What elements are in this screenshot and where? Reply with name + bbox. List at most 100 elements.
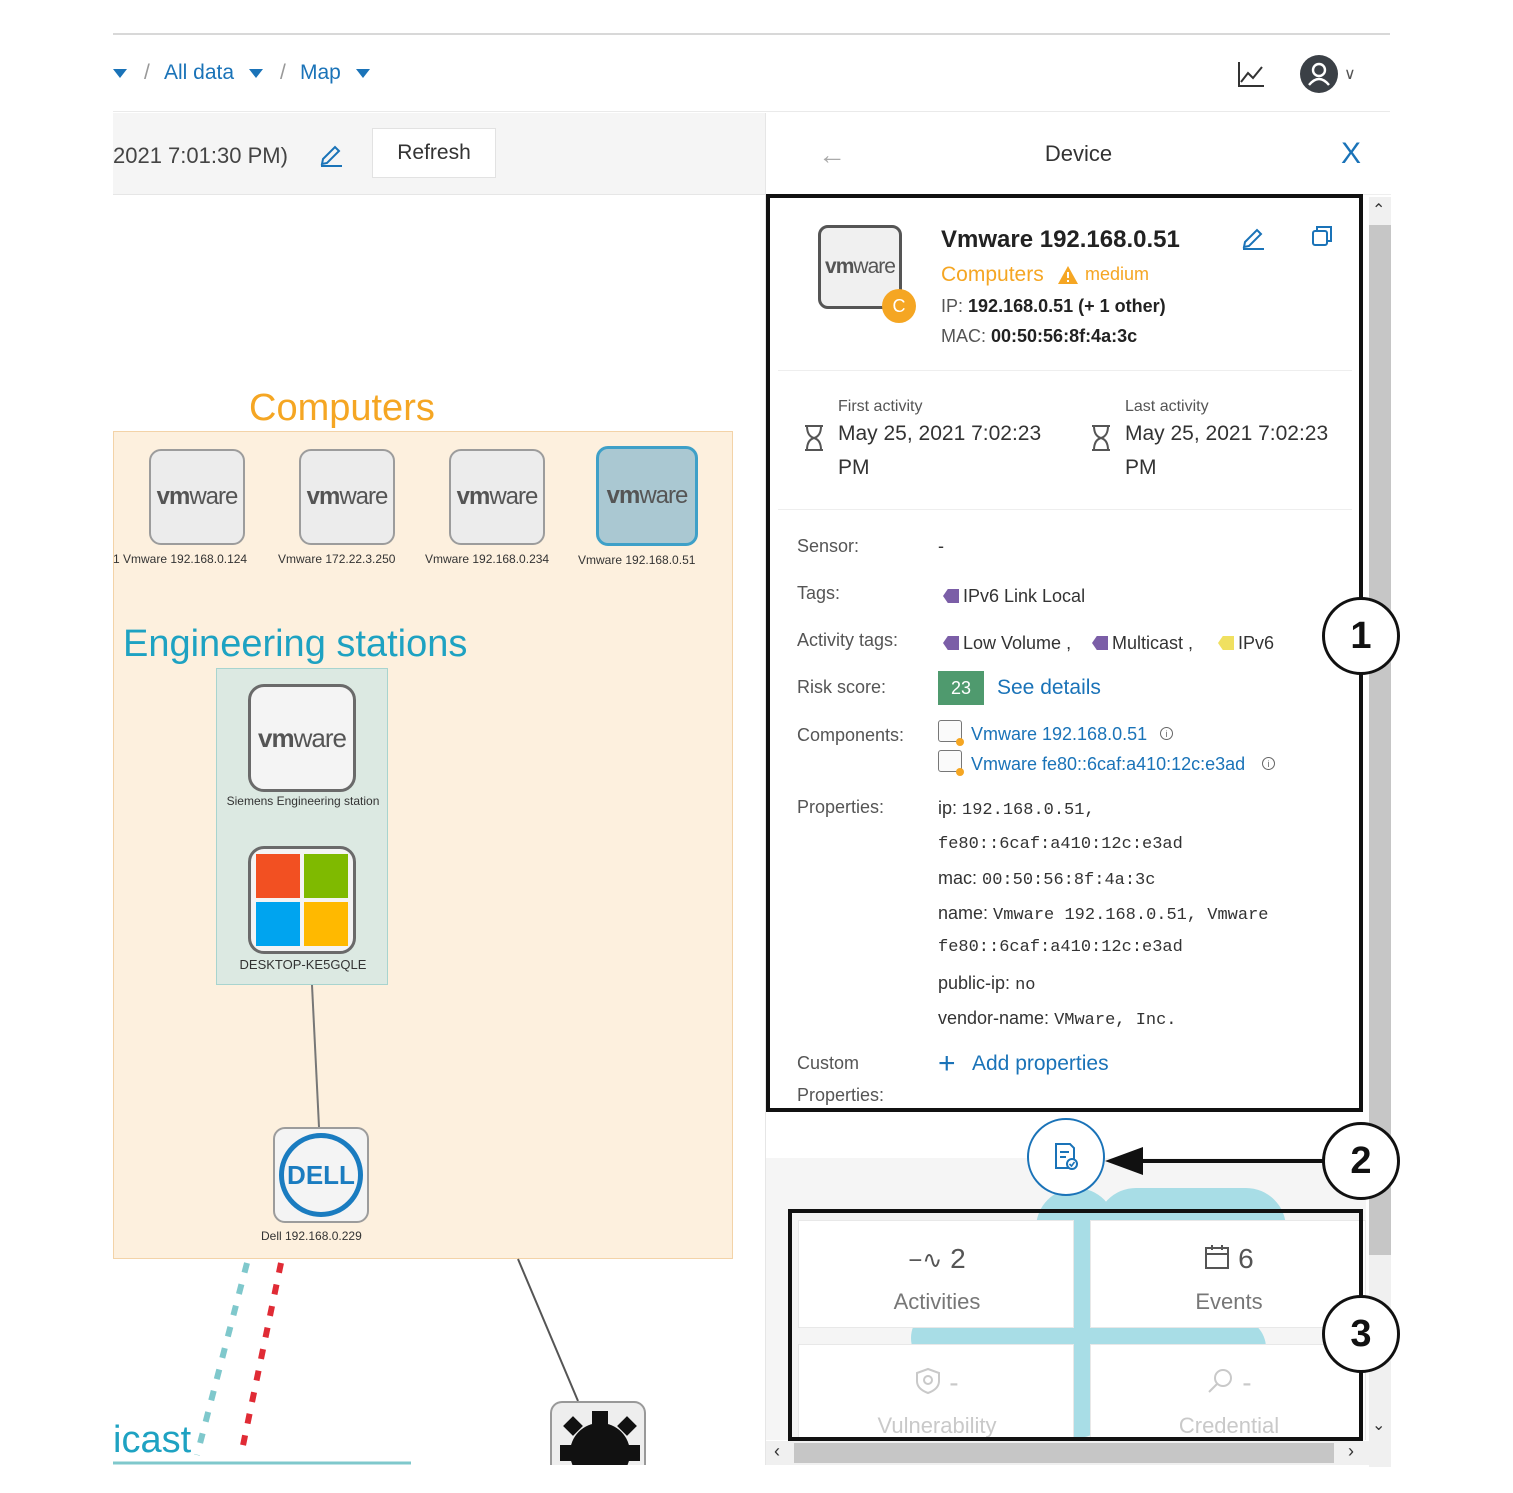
sensor-label: Sensor:: [797, 536, 860, 556]
annotation-frame-3: [788, 1209, 1363, 1441]
device-mac: MAC: 00:50:56:8f:4a:3c: [941, 326, 1138, 346]
refresh-button[interactable]: Refresh: [372, 128, 496, 178]
property-name-cont: fe80::6caf:a410:12c:e3ad: [938, 938, 1183, 957]
breadcrumb-all-data-caret-icon[interactable]: [249, 69, 263, 78]
activity-tags-label: Activity tags:: [797, 630, 899, 650]
tag-icon: [943, 589, 959, 603]
back-arrow-icon[interactable]: ←: [818, 139, 846, 170]
vmware-logo: vmware: [258, 722, 347, 753]
map-node-vmware-1[interactable]: vmware: [149, 449, 245, 545]
vulnerability-widget[interactable]: - Vulnerability: [798, 1344, 1074, 1440]
device-mac-value: 00:50:56:8f:4a:3c: [991, 326, 1138, 346]
map-node-label: 1 Vmware 192.168.0.124: [113, 552, 248, 566]
edit-icon[interactable]: [318, 141, 344, 167]
tag-icon: [943, 636, 959, 650]
map-node-label: Dell 192.168.0.229: [261, 1229, 362, 1243]
property-ip-cont: fe80::6caf:a410:12c:e3ad: [938, 835, 1183, 854]
report-icon: [1055, 1143, 1078, 1170]
info-icon[interactable]: i: [1262, 757, 1275, 770]
events-count: 6: [1238, 1243, 1254, 1274]
map-toolbar: 2021 7:01:30 PM) Refresh: [113, 113, 765, 195]
activities-label: Activities: [893, 1289, 981, 1314]
panel-title: Device: [1044, 141, 1113, 166]
copy-icon[interactable]: [1310, 224, 1334, 248]
vmware-logo: vmware: [456, 483, 539, 510]
map-node-desktop[interactable]: [248, 846, 356, 954]
report-button[interactable]: [1027, 1118, 1105, 1196]
map-node-gear[interactable]: [550, 1401, 646, 1465]
activity-tag-item: IPv6: [1218, 633, 1274, 654]
credential-count: -: [1242, 1367, 1252, 1398]
events-widget[interactable]: 6 Events: [1090, 1220, 1366, 1328]
scroll-down-icon[interactable]: ⌄: [1372, 1417, 1386, 1434]
callout-2: 2: [1322, 1122, 1400, 1200]
windows-logo-icon: [256, 854, 348, 946]
property-vendor-name: vendor-name: VMware, Inc.: [938, 1008, 1177, 1030]
component-link-2[interactable]: Vmware fe80::6caf:a410:12c:e3ad: [971, 754, 1246, 774]
property-ip: ip: 192.168.0.51,: [938, 798, 1095, 820]
callout-3: 3: [1322, 1295, 1400, 1373]
properties-label: Properties:: [797, 797, 885, 817]
map-node-vmware-3[interactable]: vmware: [449, 449, 545, 545]
hourglass-icon: [805, 425, 823, 451]
property-name: name: Vmware 192.168.0.51, Vmware: [938, 903, 1269, 925]
see-details-link[interactable]: See details: [997, 676, 1101, 699]
device-name: Vmware 192.168.0.51: [941, 226, 1180, 253]
scroll-up-icon[interactable]: ⌃: [1372, 202, 1386, 219]
divider: [778, 509, 1352, 510]
device-criticality: medium: [1085, 264, 1150, 284]
components-label: Components:: [797, 725, 905, 745]
tags-label: Tags:: [797, 583, 841, 603]
breadcrumb-caret-icon[interactable]: [113, 69, 127, 78]
callout-arrow: [1105, 1147, 1325, 1175]
user-avatar-icon[interactable]: [1300, 55, 1338, 93]
close-icon[interactable]: X: [1341, 137, 1362, 170]
activity-pulse-icon: −∿: [908, 1247, 943, 1274]
vulnerability-count: -: [949, 1367, 959, 1398]
scroll-right-icon[interactable]: ›: [1348, 1441, 1354, 1461]
key-search-icon: [1208, 1369, 1233, 1393]
map-edges: [113, 984, 579, 1465]
annotation-frame-1: [766, 194, 1363, 1112]
info-icon[interactable]: i: [1160, 727, 1173, 740]
component-link-1[interactable]: Vmware 192.168.0.51: [971, 724, 1148, 744]
calendar-icon: [1205, 1245, 1230, 1269]
hourglass-icon: [1092, 425, 1110, 451]
top-divider: [113, 33, 1390, 35]
custom-properties-label-cont: Properties:: [797, 1085, 885, 1105]
map-timestamp: 2021 7:01:30 PM): [113, 143, 288, 168]
breadcrumb-separator: /: [280, 61, 286, 84]
breadcrumb-map[interactable]: Map: [300, 61, 341, 84]
credential-widget[interactable]: - Credential: [1090, 1344, 1366, 1440]
horizontal-scrollbar-thumb[interactable]: [794, 1443, 1334, 1463]
gear-icon: [560, 1411, 640, 1465]
breadcrumb-all-data[interactable]: All data: [164, 61, 235, 84]
property-mac: mac: 00:50:56:8f:4a:3c: [938, 868, 1156, 890]
edit-device-icon[interactable]: [1240, 224, 1266, 250]
scroll-left-icon[interactable]: ‹: [774, 1441, 780, 1461]
plus-icon[interactable]: +: [938, 1047, 956, 1080]
network-map[interactable]: Computers vmware vmware vmware vmware 1 …: [113, 195, 765, 1465]
activities-widget[interactable]: −∿ 2 Activities: [798, 1220, 1074, 1328]
activity-tag-item: Multicast ,: [1092, 633, 1193, 654]
add-properties-link[interactable]: Add properties: [972, 1052, 1109, 1075]
dell-logo: DELL: [279, 1133, 363, 1217]
risk-score-badge: 23: [938, 671, 984, 705]
breadcrumb-map-caret-icon[interactable]: [356, 69, 370, 78]
callout-1: 1: [1322, 597, 1400, 675]
vulnerability-label: Vulnerability: [877, 1413, 997, 1438]
line-chart-icon[interactable]: [1237, 60, 1265, 88]
map-node-vmware-selected[interactable]: vmware: [596, 446, 698, 546]
tag-icon: [1218, 636, 1234, 650]
device-ip-value: 192.168.0.51 (+ 1 other): [968, 296, 1166, 316]
custom-properties-label: Custom: [797, 1053, 860, 1073]
device-ip: IP: 192.168.0.51 (+ 1 other): [941, 296, 1166, 316]
map-node-dell[interactable]: DELL: [273, 1127, 369, 1223]
map-node-label: DESKTOP-KE5GQLE: [239, 957, 367, 972]
component-type-dot: [956, 768, 964, 776]
scrollbar-thumb[interactable]: [1369, 225, 1391, 1255]
chevron-down-icon[interactable]: ∨: [1344, 66, 1356, 83]
map-node-vmware-2[interactable]: vmware: [299, 449, 395, 545]
risk-score-label: Risk score:: [797, 677, 887, 697]
map-node-siemens[interactable]: vmware: [248, 684, 356, 792]
